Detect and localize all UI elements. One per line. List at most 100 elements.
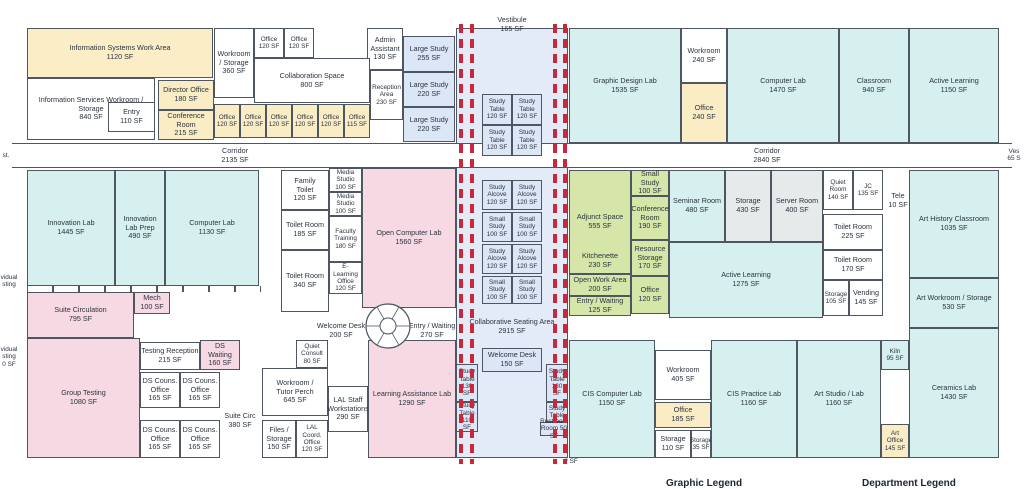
welcome-desk-spoke xyxy=(391,306,400,320)
collaborative-seating-label: Collaborative Seating Area 2915 SF xyxy=(469,317,555,335)
learning-assistance-lab-label: Learning Assistance Lab 1290 SF xyxy=(372,389,452,407)
ds-couns-office-1-label: DS Couns. Office 165 SF xyxy=(142,376,178,403)
ds-couns-office-4: DS Couns. Office 165 SF xyxy=(180,420,220,458)
large-study-255: Large Study 255 SF xyxy=(403,36,455,72)
testing-reception-label: Testing Reception 215 SF xyxy=(141,346,199,364)
toilet-room-170: Toilet Room 170 SF xyxy=(823,250,883,280)
group-testing: Group Testing 1080 SF xyxy=(27,338,140,458)
media-studio-2: Media Studio 100 SF xyxy=(329,192,362,216)
computer-lab-1130: Computer Lab 1130 SF xyxy=(165,170,259,286)
testing-booth xyxy=(209,286,235,292)
vending: Vending 145 SF xyxy=(849,280,883,316)
open-computer-lab-label: Open Computer Lab 1560 SF xyxy=(376,228,442,246)
toilet-room-225: Toilet Room 225 SF xyxy=(823,214,883,250)
seminar-room-label: Seminar Room 480 SF xyxy=(673,196,721,214)
innovation-lab-prep: Innovation Lab Prep 490 SF xyxy=(115,170,165,286)
toilet-room-225-label: Toilet Room 225 SF xyxy=(834,222,872,240)
cis-practice-lab-label: CIS Practice Lab 1160 SF xyxy=(727,389,781,407)
cis-computer-lab-label: CIS Computer Lab 1150 SF xyxy=(582,389,642,407)
ceramics-lab-label: Ceramics Lab 1430 SF xyxy=(931,383,977,401)
welcome-desk-150-label: Welcome Desk 150 SF xyxy=(487,350,537,368)
workroom-405: Workroom 405 SF xyxy=(655,350,711,400)
study-alcove-1: Study Alcove 120 SF xyxy=(482,180,512,210)
files-storage: Files / Storage 150 SF xyxy=(262,420,296,458)
individual-testing-1-label: vidual sting xyxy=(0,274,18,289)
study-table-4: Study Table 120 SF xyxy=(512,125,542,156)
testing-booth xyxy=(105,286,131,292)
quiet-room-label: Quiet Room 140 SF xyxy=(827,178,849,201)
testing-booth xyxy=(157,286,183,292)
office-green-label: Office 120 SF xyxy=(638,285,662,303)
conference-room-215: Conference Room 215 SF xyxy=(158,110,214,140)
entry-110-label: Entry 110 SF xyxy=(120,107,143,125)
dash-line-right-inner xyxy=(553,24,557,464)
small-study-4: Small Study 100 SF xyxy=(512,276,542,304)
reception-area-label: Reception Area 230 SF xyxy=(372,83,401,106)
group-testing-label: Group Testing 1080 SF xyxy=(61,388,106,406)
office-240: Office 240 SF xyxy=(681,83,727,143)
small-study-2-label: Small Study 100 SF xyxy=(516,215,538,238)
faculty-training: Faculty Training 180 SF xyxy=(329,216,362,262)
classroom-940: Classroom 940 SF xyxy=(839,28,909,143)
computer-lab-1470: Computer Lab 1470 SF xyxy=(727,28,839,143)
storage-35: Storage 35 SF xyxy=(690,430,712,458)
vending-label: Vending 145 SF xyxy=(853,288,879,306)
welcome-desk-spoke xyxy=(376,306,385,320)
faculty-training-label: Faculty Training 180 SF xyxy=(334,227,357,250)
study-alcove-2-label: Study Alcove 120 SF xyxy=(516,183,538,206)
welcome-desk-round xyxy=(365,303,411,349)
innovation-lab: Innovation Lab 1445 SF xyxy=(27,170,115,286)
testing-booth xyxy=(235,286,261,292)
office-row-5: Office 120 SF xyxy=(318,104,344,138)
collaboration-space-label: Collaboration Space 800 SF xyxy=(279,70,345,89)
welcome-desk-spoke xyxy=(376,332,385,346)
small-study-green-label: Small Study 100 SF xyxy=(638,169,662,196)
office-240-label: Office 240 SF xyxy=(692,103,716,121)
vestibule-top-label: Vestibule 165 SF xyxy=(497,15,527,33)
toilet-room-340: Toilet Room 340 SF xyxy=(281,250,329,312)
ds-waiting-label: DS Waiting 160 SF xyxy=(208,341,232,368)
testing-booth xyxy=(53,286,79,292)
office-row-3: Office 120 SF xyxy=(266,104,292,138)
conference-room-190: Conference Room 190 SF xyxy=(631,196,669,240)
office-185-label: Office 185 SF xyxy=(671,405,695,423)
art-office: Art Office 145 SF xyxy=(881,424,909,458)
cis-practice-lab: CIS Practice Lab 1160 SF xyxy=(711,340,797,458)
lal-coord-office: LAL Coord. Office 120 SF xyxy=(296,420,328,458)
small-study-1-label: Small Study 100 SF xyxy=(486,215,508,238)
office-row-3-label: Office 120 SF xyxy=(268,113,290,128)
study-alcove-4: Study Alcove 120 SF xyxy=(512,244,542,274)
art-workroom-storage-label: Art Workroom / Storage 530 SF xyxy=(916,293,992,311)
office-185: Office 185 SF xyxy=(655,402,711,428)
office-row-1-label: Office 120 SF xyxy=(216,113,238,128)
quiet-consult: Quiet Consult 80 SF xyxy=(296,340,328,368)
individual-testing-2-label: vidual sting 0 SF xyxy=(0,346,18,368)
director-office-label: Director Office 180 SF xyxy=(163,85,209,103)
kitchenette-label: Kitchenette 230 SF xyxy=(582,251,618,269)
suite-circulation-label: Suite Circulation 795 SF xyxy=(54,305,107,323)
welcome-desk-spoke xyxy=(391,332,400,346)
storage-430-label: Storage 430 SF xyxy=(735,196,761,214)
large-study-220-b-label: Large Study 220 SF xyxy=(409,114,449,133)
department-legend-title: Department Legend xyxy=(862,478,956,489)
study-table-1-label: Study Table 120 SF xyxy=(486,98,508,121)
information-systems-work-area: Information Systems Work Area 1120 SF xyxy=(27,28,213,78)
admin-assistant: Admin Assistant 130 SF xyxy=(367,28,403,70)
files-storage-label: Files / Storage 150 SF xyxy=(266,425,292,452)
study-alcove-3: Study Alcove 120 SF xyxy=(482,244,512,274)
storage-105: Storage 105 SF xyxy=(823,280,849,316)
welcome-desk-150: Welcome Desk 150 SF xyxy=(482,348,542,372)
cis-computer-lab: CIS Computer Lab 1150 SF xyxy=(569,340,655,458)
large-study-220-a-label: Large Study 220 SF xyxy=(409,79,449,98)
jc-room: JC 135 SF xyxy=(853,170,883,210)
open-computer-lab: Open Computer Lab 1560 SF xyxy=(362,168,456,308)
lal-staff-workstations-label: LAL Staff Workstations 290 SF xyxy=(327,395,369,422)
study-table-2-label: Study Table 120 SF xyxy=(516,98,538,121)
resource-storage: Resource Storage 170 SF xyxy=(631,240,669,276)
dash-line-left-inner xyxy=(470,24,474,464)
study-alcove-3-label: Study Alcove 120 SF xyxy=(486,247,508,270)
art-studio-lab: Art Studio / Lab 1160 SF xyxy=(797,340,881,458)
e-learning-office: E-Learning Office 120 SF xyxy=(329,262,362,294)
small-study-4-label: Small Study 100 SF xyxy=(516,278,538,301)
